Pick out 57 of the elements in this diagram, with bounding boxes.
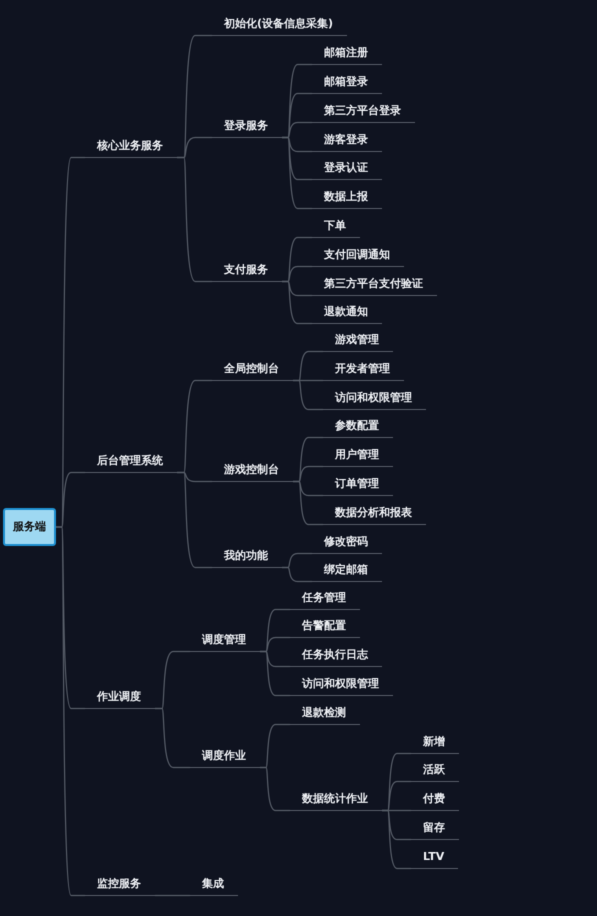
topic-label: 监控服务 [85,875,155,896]
topic-label: 告警配置 [290,617,360,638]
topic-label: 数据统计作业 [290,790,382,811]
connector-line [260,650,290,696]
connector-line [177,156,212,282]
connector-line [155,894,190,896]
root-topic-box: 服务端 [3,508,56,546]
topic-label: 调度管理 [190,631,260,652]
topic-label: 新增 [411,733,459,754]
topic-label: 游戏控制台 [212,461,293,482]
topic-label: 第三方平台登录 [312,102,415,123]
topic-label: 游戏管理 [323,331,393,352]
topic-label: 游客登录 [312,131,382,152]
connector-line [293,480,323,526]
topic-label: 我的功能 [212,547,282,568]
topic-label: 付费 [411,790,459,811]
topic-label: 数据上报 [312,188,382,209]
connector-line [260,766,290,812]
topic-label: 退款通知 [312,303,382,324]
connector-line [56,526,85,896]
topic-label: 留存 [411,819,459,840]
connector-line [382,810,411,870]
topic-label: 修改密码 [312,533,382,554]
topic-label: 绑定邮箱 [312,561,382,582]
topic-label: 数据分析和报表 [323,504,426,525]
topic-label: 第三方平台支付验证 [312,275,437,296]
topic-label: 访问和权限管理 [323,389,426,410]
topic-label: 作业调度 [85,688,155,709]
topic-label: 初始化(设备信息采集) [212,15,348,36]
connector-line [282,136,312,210]
topic-label: LTV [411,848,458,869]
topic-label: 退款检测 [290,704,360,725]
topic-label: 任务执行日志 [290,646,382,667]
topic-label: 调度作业 [190,747,260,768]
topic-label: 邮箱登录 [312,73,382,94]
topic-label: 核心业务服务 [85,137,177,158]
topic-label: 任务管理 [290,589,360,610]
connector-line [293,380,323,410]
connector-line [282,280,312,324]
topic-label: 活跃 [411,761,459,782]
connector-line [177,472,212,568]
topic-label: 集成 [190,875,238,896]
topic-label: 登录服务 [212,117,282,138]
topic-label: 支付服务 [212,261,282,282]
topic-label: 下单 [312,217,360,238]
topic-label: 开发者管理 [323,360,404,381]
topic-label: 用户管理 [323,446,393,467]
topic-label: 支付回调通知 [312,246,404,267]
connector-line [155,708,190,768]
topic-label: 邮箱注册 [312,44,382,65]
topic-label: 访问和权限管理 [290,675,393,696]
topic-label: 全局控制台 [212,360,293,381]
topic-label: 订单管理 [323,475,393,496]
topic-label: 登录认证 [312,159,382,180]
connector-line [282,566,312,582]
topic-label: 后台管理系统 [85,452,177,473]
topic-label: 参数配置 [323,417,393,438]
